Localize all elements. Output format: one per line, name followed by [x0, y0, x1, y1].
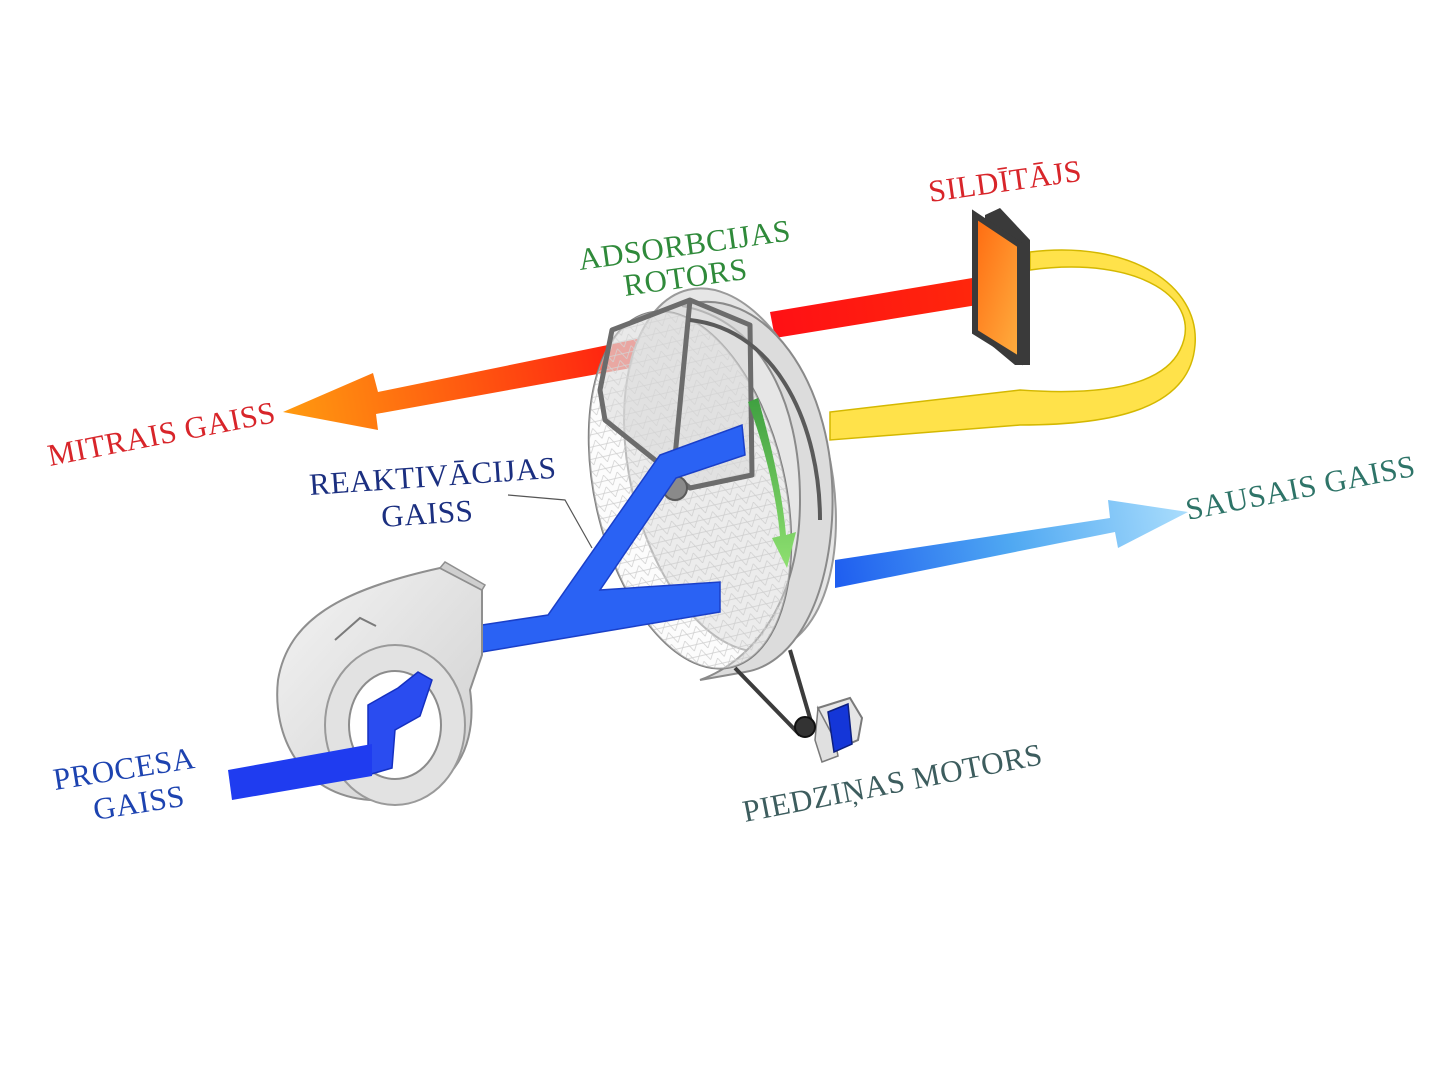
- regeneration-air-loop: [829, 249, 1196, 441]
- dry-air-label: SAUSAIS GAISS: [1183, 448, 1418, 527]
- reactivation-label-line1: REAKTIVĀCIJAS: [308, 450, 557, 502]
- rotation-arrow: [748, 398, 796, 568]
- wet-air-arrow: [283, 338, 642, 430]
- drive-motor: [794, 696, 864, 763]
- heater: [972, 208, 1030, 366]
- heater-label: SILDĪTĀJS: [926, 153, 1084, 209]
- process-air-ducting: [481, 423, 746, 653]
- reactivation-leader-line: [507, 494, 593, 549]
- reactivation-label-line2: GAISS: [380, 493, 474, 534]
- drive-motor-label: PIEDZIŅAS MOTORS: [740, 736, 1046, 828]
- process-air-inlet: [228, 744, 372, 800]
- drive-belt: [733, 649, 814, 737]
- adsorption-rotor: [587, 287, 837, 681]
- wet-air-label: MITRAIS GAISS: [45, 394, 279, 472]
- dry-air-arrow: [835, 500, 1188, 588]
- heated-air-stream: [770, 272, 1008, 338]
